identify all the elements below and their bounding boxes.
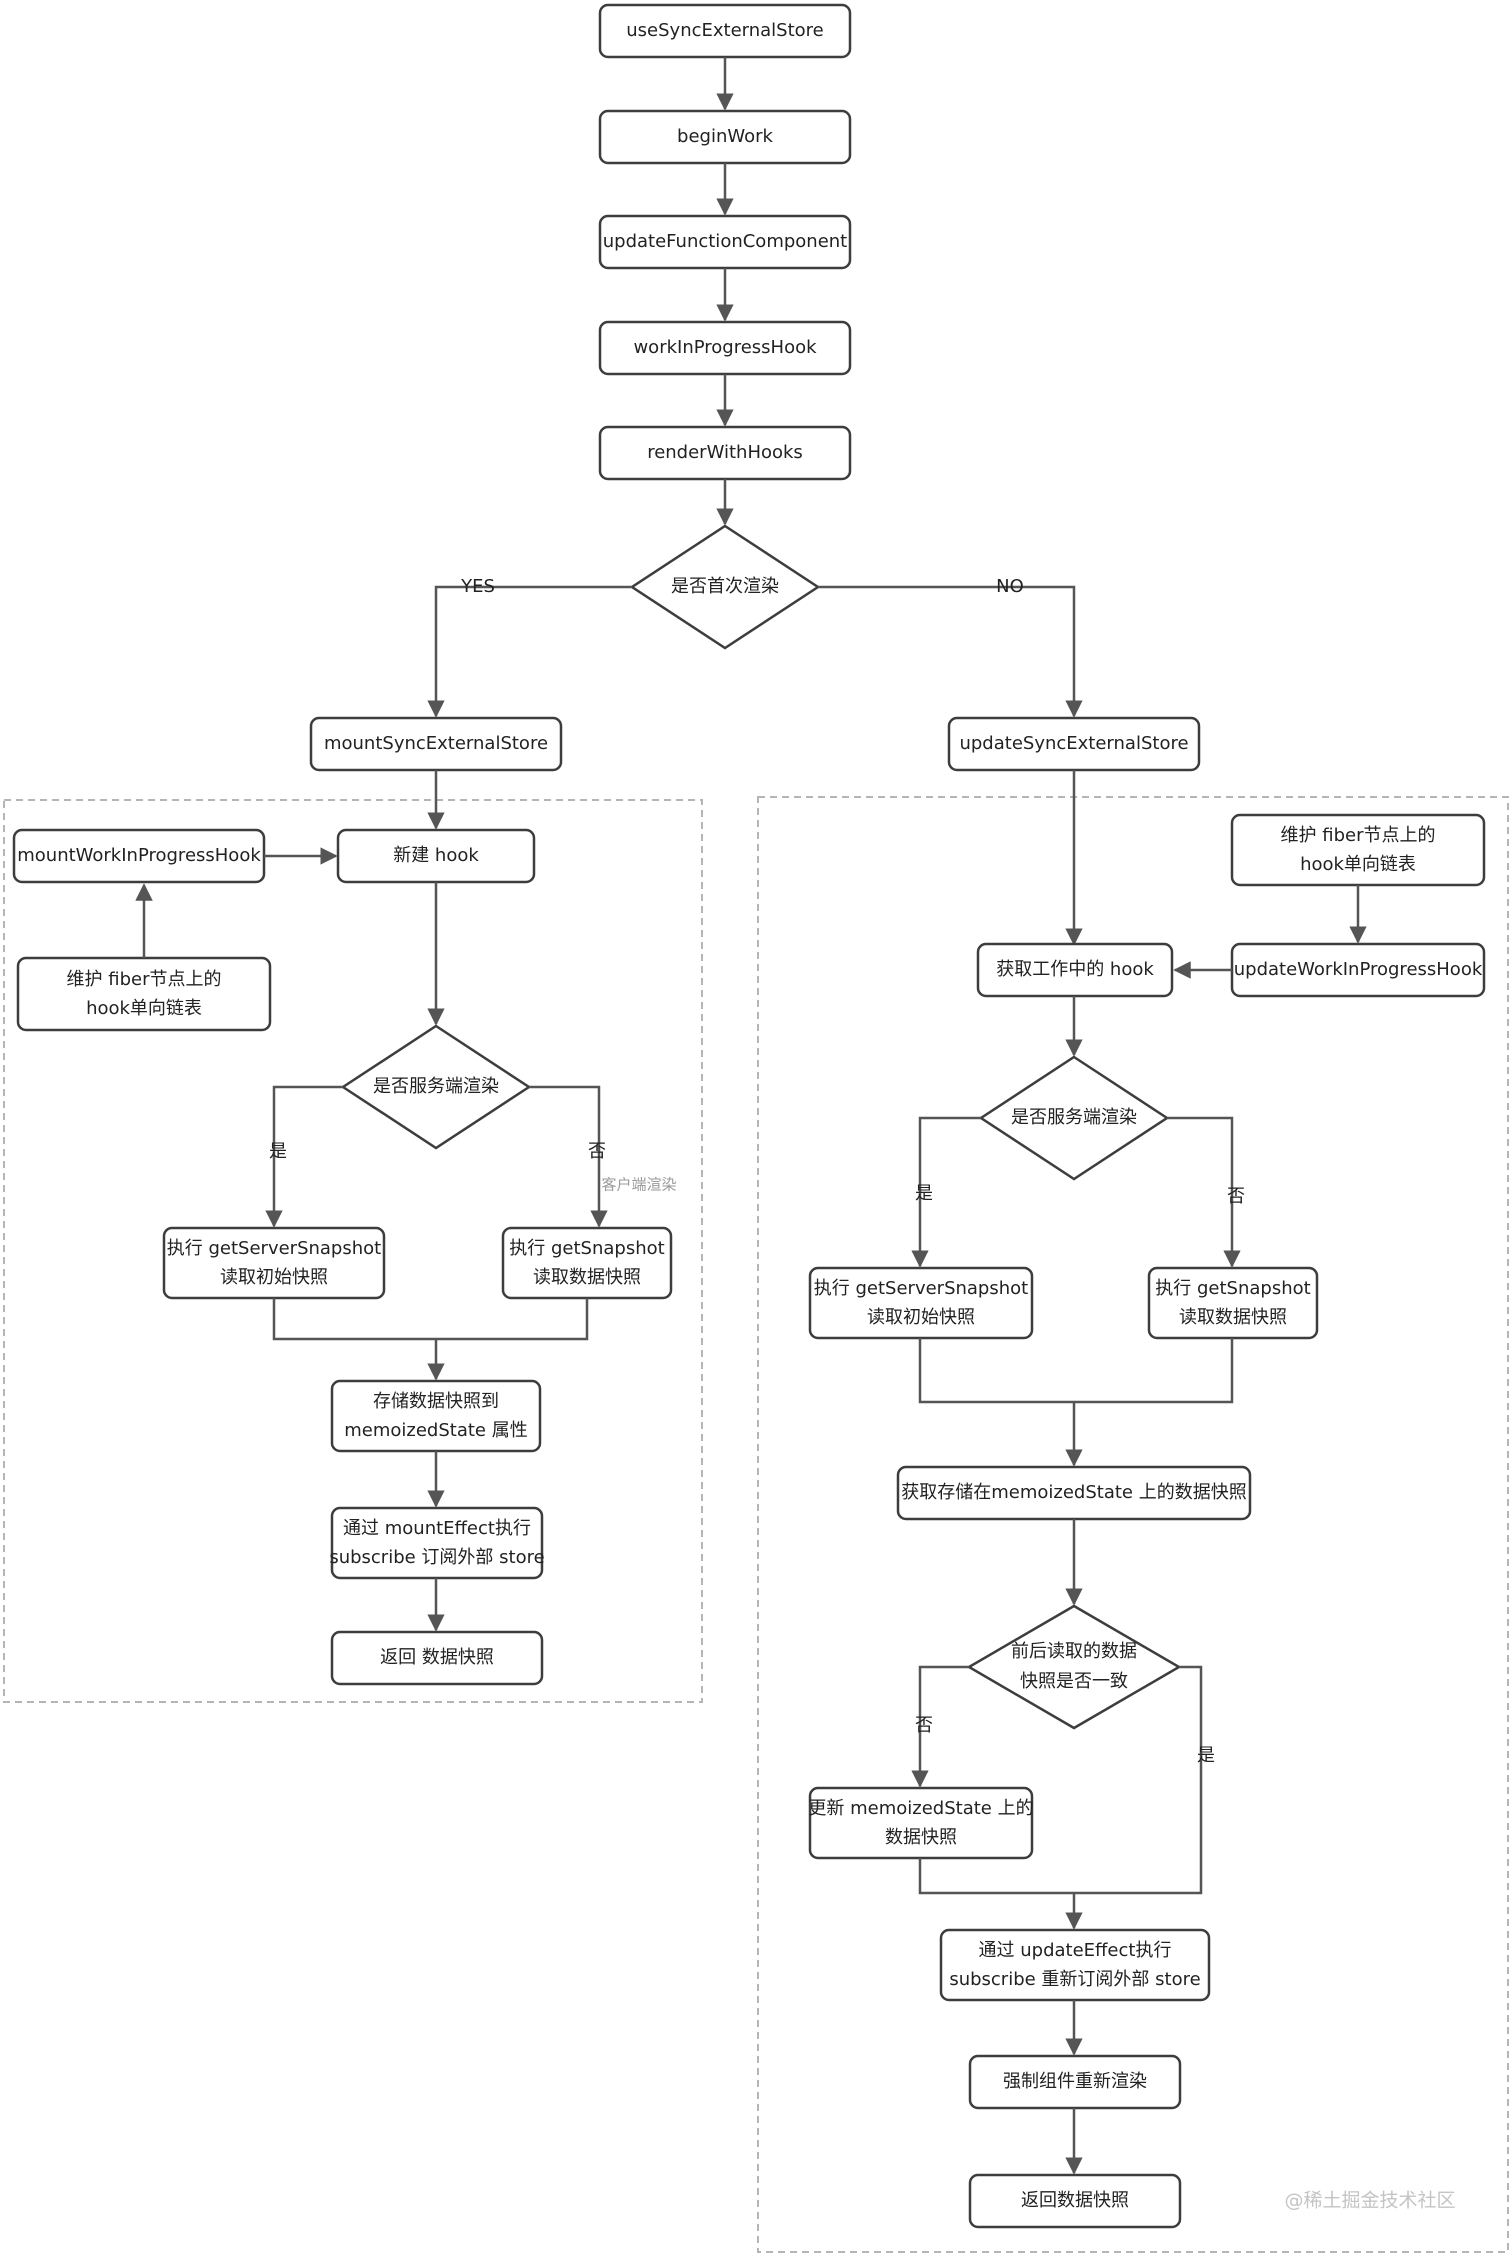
node-use-sync-external-store: useSyncExternalStore [598,3,852,59]
edge-no [818,585,1083,718]
edge [918,1338,1234,1404]
svg-text:获取存储在memoizedState 上的数据快照: 获取存储在memoizedState 上的数据快照 [901,1482,1246,1503]
node-render-with-hooks: renderWithHooks [598,425,852,481]
node-force-rerender: 强制组件重新渲染 [968,2054,1182,2110]
svg-text:快照是否一致: 快照是否一致 [1020,1671,1128,1692]
edge-no [1167,1116,1241,1268]
svg-text:存储数据快照到: 存储数据快照到 [373,1391,499,1412]
label-no: 否 [915,1715,933,1736]
svg-text:获取工作中的 hook: 获取工作中的 hook [996,959,1154,980]
label-yes: 是 [269,1141,287,1162]
svg-text:是否首次渲染: 是否首次渲染 [671,576,779,597]
svg-text:新建 hook: 新建 hook [393,845,479,866]
edge-yes [911,1116,981,1268]
node-new-hook: 新建 hook [336,828,536,884]
svg-text:读取数据快照: 读取数据快照 [1179,1307,1287,1328]
node-work-in-progress-hook: workInProgressHook [598,320,852,376]
svg-text:updateFunctionComponent: updateFunctionComponent [603,231,848,252]
svg-text:updateWorkInProgressHook: updateWorkInProgressHook [1234,959,1483,980]
svg-text:执行 getServerSnapshot: 执行 getServerSnapshot [814,1278,1028,1299]
svg-text:更新 memoizedState 上的: 更新 memoizedState 上的 [808,1798,1033,1819]
decision-mount-ssr: 是否服务端渲染 [340,1024,532,1150]
edge-no [911,1665,969,1788]
edge-no [529,1085,608,1228]
svg-text:beginWork: beginWork [677,126,773,147]
svg-text:执行 getSnapshot: 执行 getSnapshot [1155,1278,1310,1299]
node-renew-memoized-state: 更新 memoizedState 上的 数据快照 [808,1786,1034,1860]
node-mount-maintain-list: 维护 fiber节点上的 hook单向链表 [16,956,272,1032]
label-no: 否 [1227,1186,1245,1207]
svg-text:mountSyncExternalStore: mountSyncExternalStore [324,733,548,754]
svg-text:workInProgressHook: workInProgressHook [633,337,817,358]
node-update-get-snapshot: 执行 getSnapshot 读取数据快照 [1147,1266,1319,1340]
svg-text:执行 getServerSnapshot: 执行 getServerSnapshot [167,1238,381,1259]
svg-text:hook单向链表: hook单向链表 [1300,854,1416,875]
svg-text:返回数据快照: 返回数据快照 [1021,2190,1129,2211]
svg-text:hook单向链表: hook单向链表 [86,998,202,1019]
edge [272,1298,589,1341]
svg-text:读取初始快照: 读取初始快照 [220,1267,328,1288]
svg-text:renderWithHooks: renderWithHooks [647,442,803,463]
svg-text:强制组件重新渲染: 强制组件重新渲染 [1003,2071,1147,2092]
update-group-frame [757,796,1509,2253]
node-begin-work: beginWork [598,109,852,165]
svg-text:前后读取的数据: 前后读取的数据 [1011,1641,1137,1662]
label-no: NO [996,576,1024,597]
node-update-effect-subscribe: 通过 updateEffect执行 subscribe 重新订阅外部 store [939,1928,1211,2002]
svg-text:读取初始快照: 读取初始快照 [867,1307,975,1328]
svg-text:subscribe 订阅外部 store: subscribe 订阅外部 store [329,1547,544,1568]
svg-text:memoizedState 属性: memoizedState 属性 [344,1420,527,1441]
svg-text:updateSyncExternalStore: updateSyncExternalStore [959,733,1188,754]
mount-group-frame [3,799,703,1703]
label-yes: 是 [1197,1745,1215,1766]
svg-text:是否服务端渲染: 是否服务端渲染 [373,1076,499,1097]
label-yes: 是 [915,1183,933,1204]
label-no: 否 [588,1141,606,1162]
svg-text:维护 fiber节点上的: 维护 fiber节点上的 [67,969,222,990]
label-client-render: 客户端渲染 [601,1176,676,1194]
decision-first-render: 是否首次渲染 [629,524,821,650]
decision-update-ssr: 是否服务端渲染 [978,1055,1170,1181]
node-get-working-hook: 获取工作中的 hook [976,942,1174,998]
node-mount-get-snapshot: 执行 getSnapshot 读取数据快照 [501,1226,673,1300]
svg-text:执行 getSnapshot: 执行 getSnapshot [509,1238,664,1259]
node-update-maintain-list: 维护 fiber节点上的 hook单向链表 [1230,813,1486,887]
node-mount-return-snapshot: 返回 数据快照 [330,1630,544,1686]
edge-yes [427,585,632,718]
node-mount-store-snapshot: 存储数据快照到 memoizedState 属性 [330,1379,542,1453]
svg-text:返回 数据快照: 返回 数据快照 [380,1647,494,1668]
label-yes: YES [460,576,495,597]
node-get-stored-snapshot: 获取存储在memoizedState 上的数据快照 [896,1465,1252,1521]
node-mount-sync-external-store: mountSyncExternalStore [309,716,563,772]
svg-text:数据快照: 数据快照 [885,1827,957,1848]
svg-text:mountWorkInProgressHook: mountWorkInProgressHook [17,845,261,866]
edge [918,1858,1074,1895]
svg-text:useSyncExternalStore: useSyncExternalStore [626,20,824,41]
svg-text:通过 mountEffect执行: 通过 mountEffect执行 [343,1518,531,1539]
watermark: @稀土掘金技术社区 [1284,2190,1455,2212]
svg-text:维护 fiber节点上的: 维护 fiber节点上的 [1281,825,1436,846]
node-update-sync-external-store: updateSyncExternalStore [947,716,1201,772]
node-update-function-component: updateFunctionComponent [598,214,852,270]
node-mount-get-server-snapshot: 执行 getServerSnapshot 读取初始快照 [162,1226,386,1300]
node-update-return-snapshot: 返回数据快照 [968,2173,1182,2229]
node-mount-work-in-progress-hook: mountWorkInProgressHook [12,828,266,884]
svg-text:通过 updateEffect执行: 通过 updateEffect执行 [979,1940,1172,1961]
edge-yes [265,1085,343,1228]
edge-yes [1074,1665,1203,1895]
svg-text:subscribe 重新订阅外部 store: subscribe 重新订阅外部 store [949,1969,1200,1990]
node-update-work-in-progress-hook: updateWorkInProgressHook [1230,942,1486,998]
decision-snapshot-equal: 前后读取的数据 快照是否一致 [966,1604,1182,1730]
svg-text:读取数据快照: 读取数据快照 [533,1267,641,1288]
svg-text:是否服务端渲染: 是否服务端渲染 [1011,1107,1137,1128]
node-update-get-server-snapshot: 执行 getServerSnapshot 读取初始快照 [808,1266,1034,1340]
node-mount-effect-subscribe: 通过 mountEffect执行 subscribe 订阅外部 store [329,1506,545,1580]
